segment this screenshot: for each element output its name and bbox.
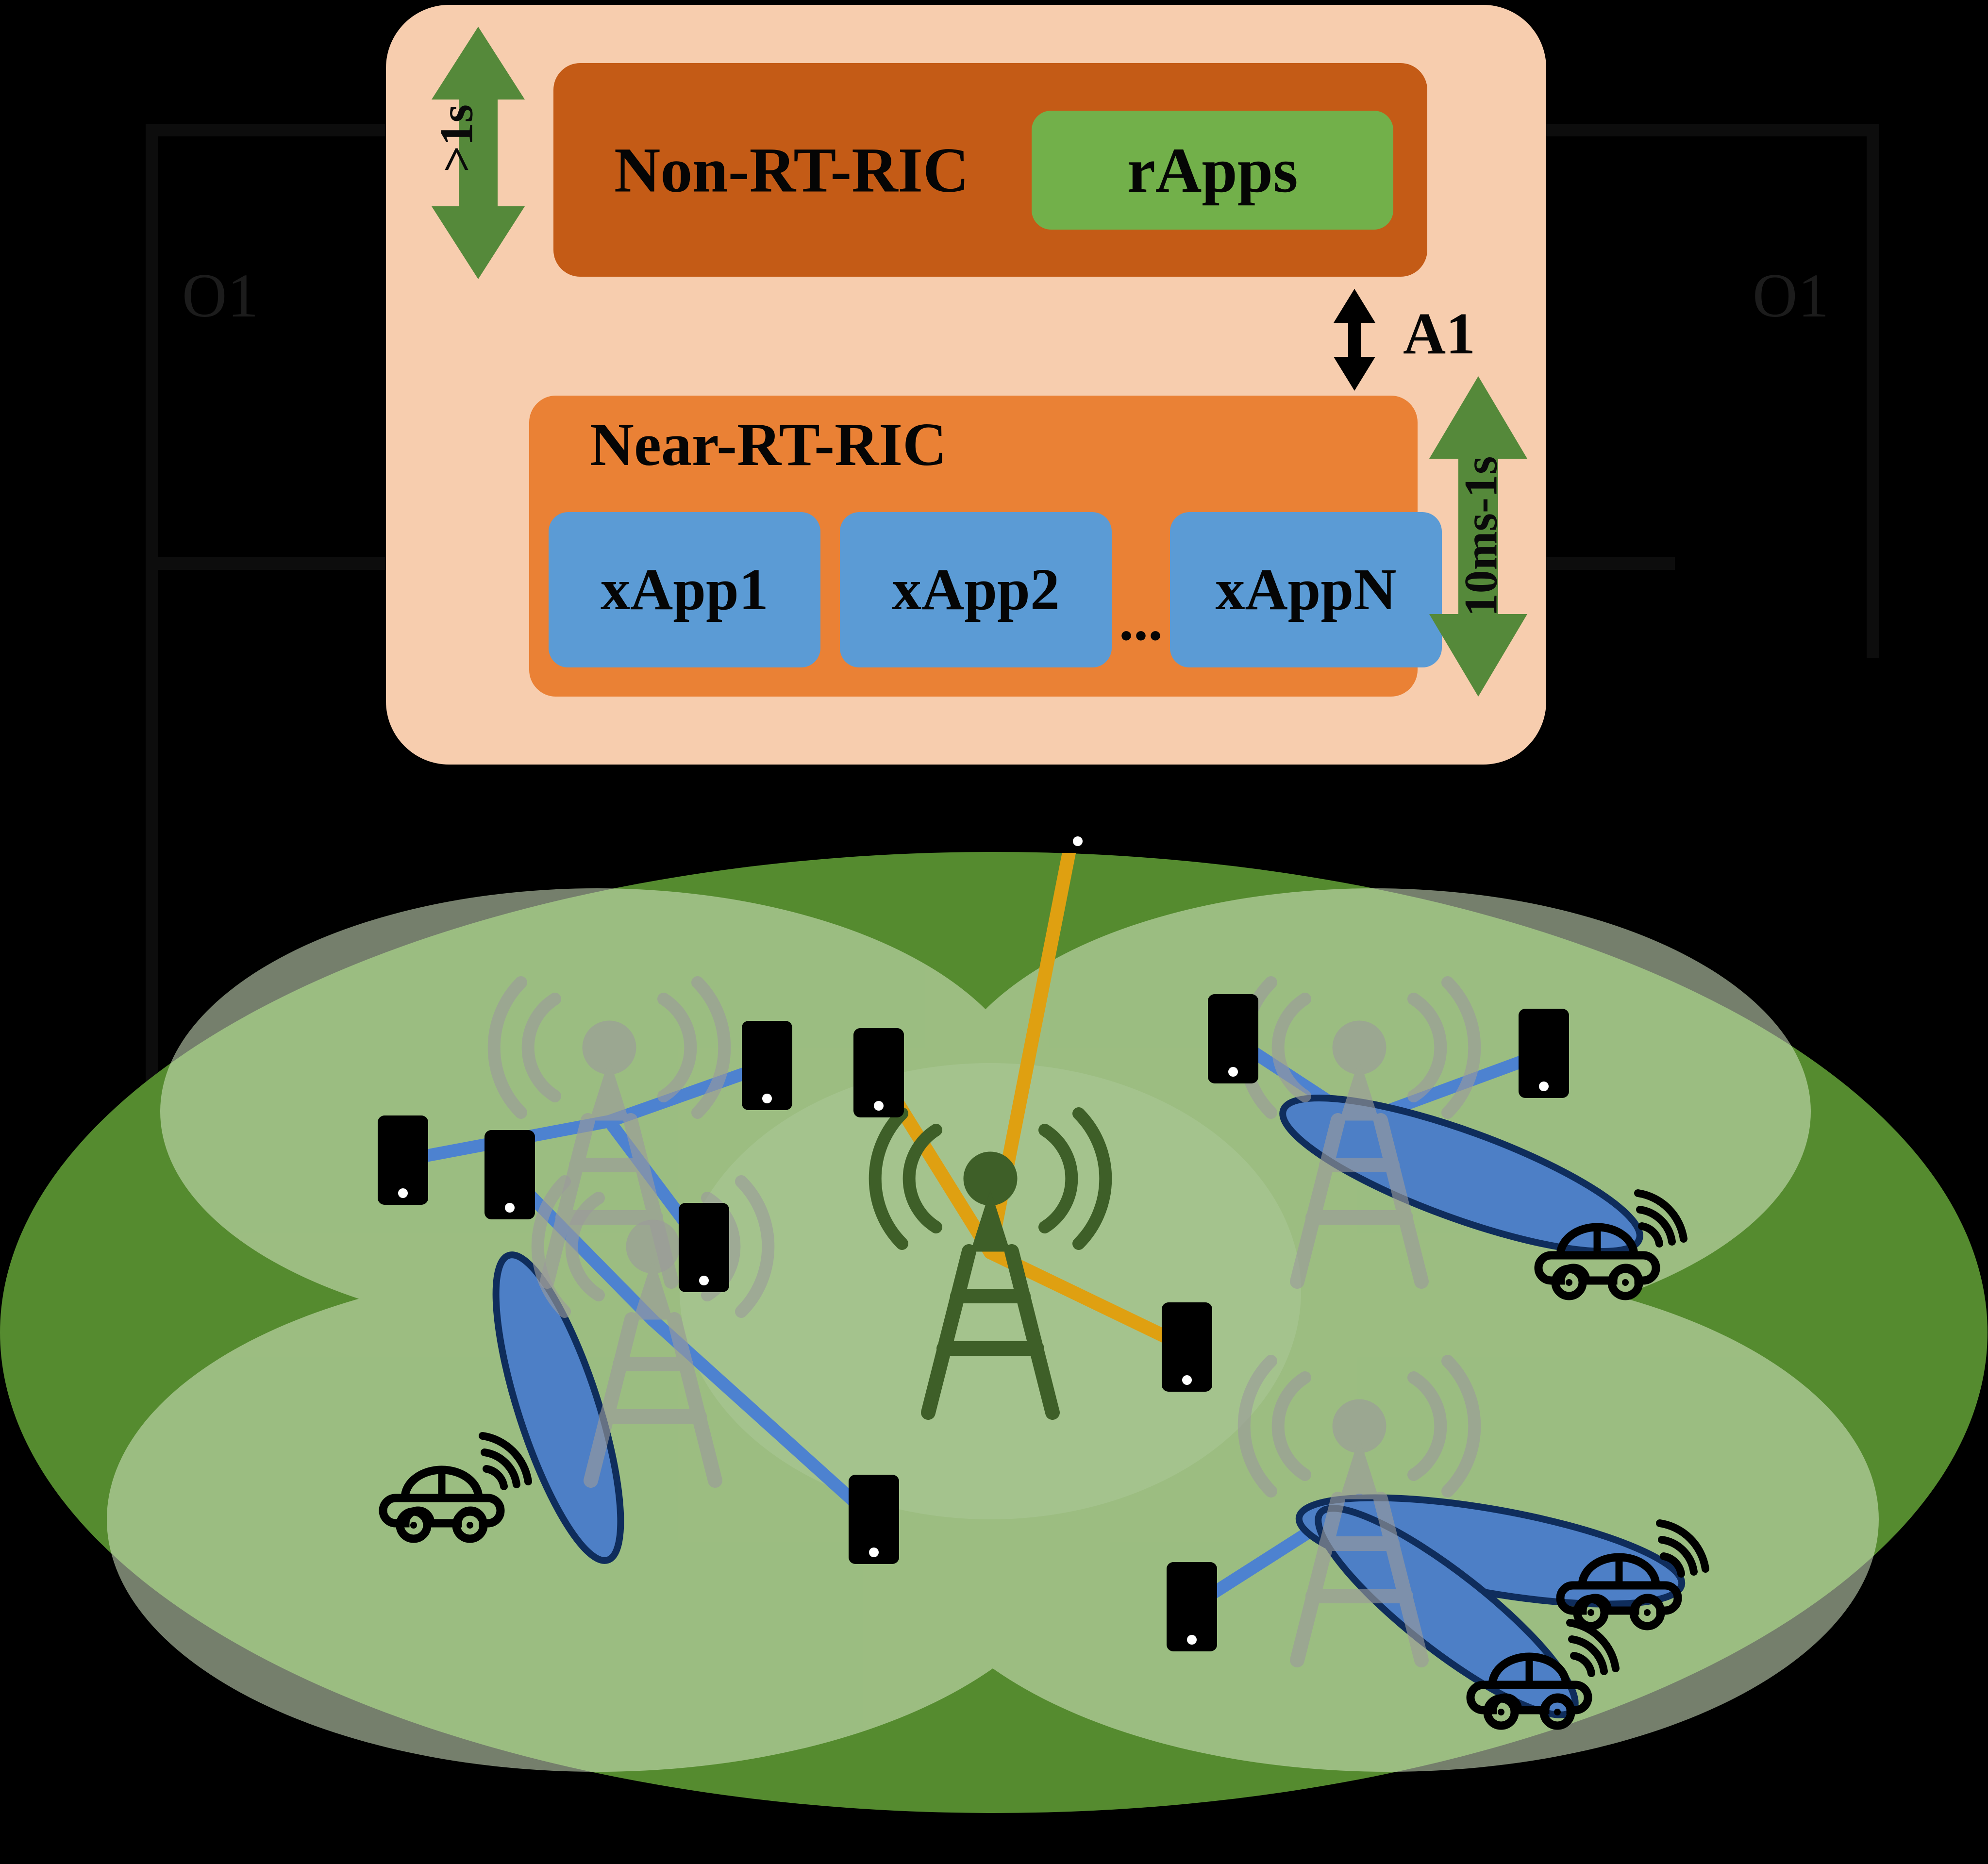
ric-container: Non-RT-RIC rApps A1 Near-RT-RIC xApp1 xA… xyxy=(386,5,1546,765)
ue-phone xyxy=(1208,994,1258,1083)
rapps-box[interactable]: rApps xyxy=(1032,111,1393,230)
o1-rail-right-vertical xyxy=(1867,124,1879,658)
xapp-label-n: xAppN xyxy=(1215,557,1397,622)
o1-label-right: O1 xyxy=(1753,261,1830,330)
latency-arrow-right-label: 10ms-1s xyxy=(1454,456,1507,617)
ue-phone xyxy=(849,1475,899,1564)
link-blue xyxy=(603,1059,773,1128)
near-rt-ric-box[interactable]: Near-RT-RIC xApp1 xApp2 ... xAppN xyxy=(529,396,1442,697)
ue-phone xyxy=(679,1203,729,1292)
ue-phone xyxy=(1052,820,1103,853)
a1-interface-arrow xyxy=(1334,289,1375,391)
a1-interface-label: A1 xyxy=(1403,301,1476,366)
xapp-box-2[interactable]: xApp2 xyxy=(840,512,1112,667)
xapp-label-1: xApp1 xyxy=(601,557,768,622)
ue-phone xyxy=(1162,1302,1212,1392)
ue-phone xyxy=(742,1021,792,1110)
non-rt-ric-label: Non-RT-RIC xyxy=(614,134,969,206)
ue-phone xyxy=(1167,1562,1217,1651)
ue-phone xyxy=(484,1130,535,1219)
xapps-ellipsis: ... xyxy=(1119,588,1163,652)
near-rt-ric-label: Near-RT-RIC xyxy=(590,411,947,479)
beam-lobe xyxy=(1279,1095,1643,1255)
rapps-label: rApps xyxy=(1127,134,1298,206)
ue-phone xyxy=(1519,1009,1569,1098)
o1-label-left: O1 xyxy=(182,261,259,330)
non-rt-ric-box[interactable]: Non-RT-RIC rApps xyxy=(553,63,1427,277)
ran-cell-coverage-ellipses xyxy=(107,888,1879,1772)
latency-arrow-left-label: >1s xyxy=(430,104,483,173)
xapp-box-1[interactable]: xApp1 xyxy=(549,512,820,667)
latency-arrow-right xyxy=(1429,376,1527,697)
xapps-row: xApp1 xApp2 ... xAppN xyxy=(549,512,1442,667)
ue-phone xyxy=(378,1115,428,1205)
latency-arrow-left xyxy=(432,27,525,279)
ran-coverage-scene xyxy=(0,820,1988,1864)
xapp-label-2: xApp2 xyxy=(892,557,1060,622)
ue-phone xyxy=(853,1028,904,1117)
o1-rail-left-vertical xyxy=(146,124,158,1095)
xapp-box-n[interactable]: xAppN xyxy=(1170,512,1442,667)
